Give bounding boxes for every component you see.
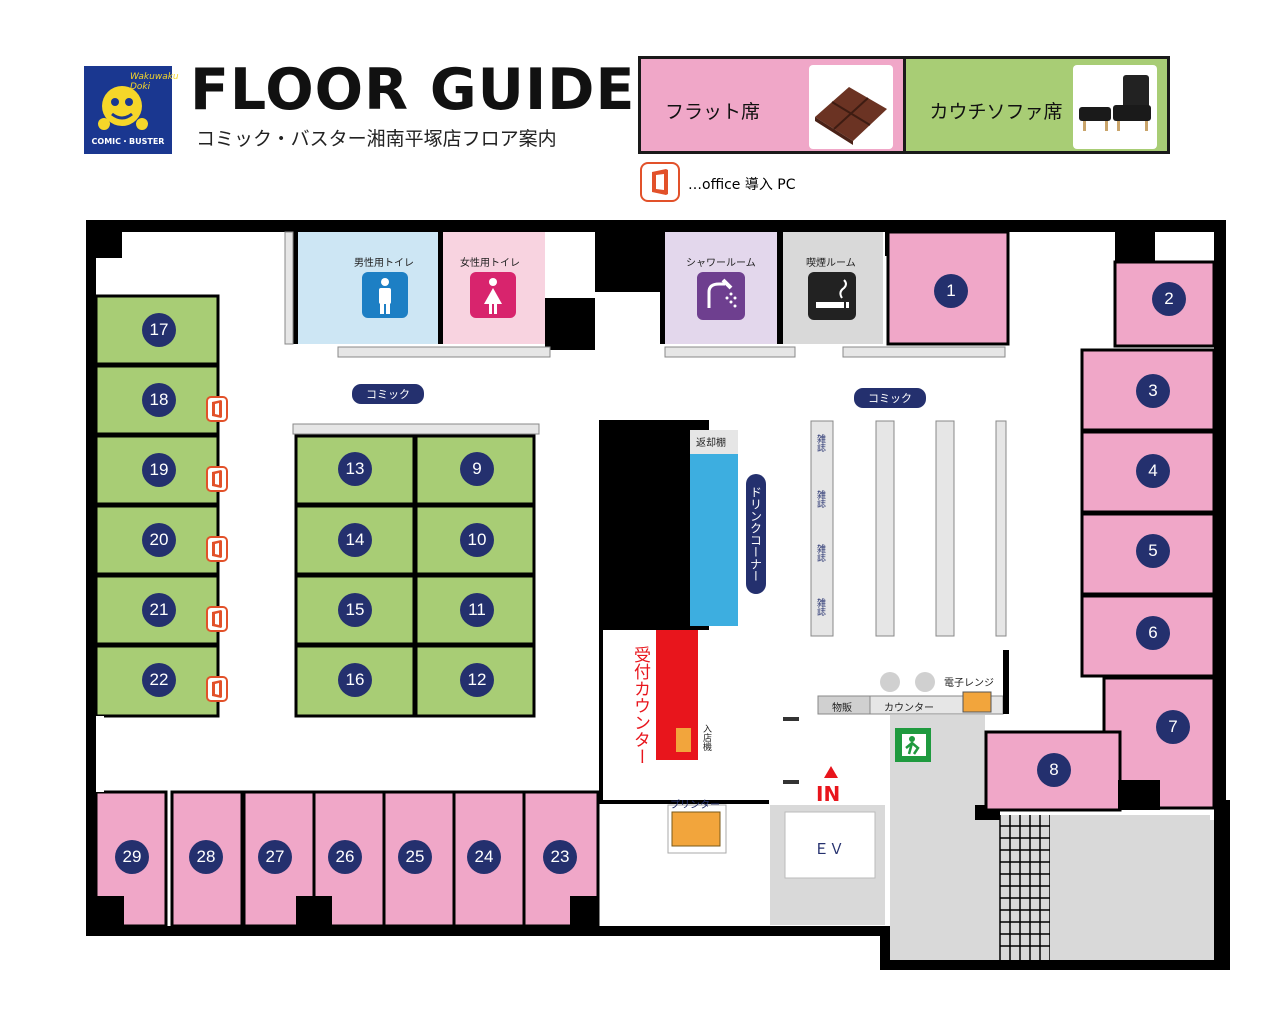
- entrance-label: IN: [816, 782, 841, 806]
- page-title: FLOOR GUIDE: [190, 57, 636, 123]
- seat-15[interactable]: 15: [338, 593, 372, 627]
- shower-room-label: シャワールーム: [686, 258, 756, 269]
- couch-sofa-icon: [1073, 65, 1157, 149]
- comic-right-label: コミック: [854, 388, 926, 408]
- seat-19[interactable]: 19: [142, 453, 176, 487]
- seat-5[interactable]: 5: [1136, 534, 1170, 568]
- entry-machine-label: 入店機: [701, 724, 711, 751]
- counter-label: カウンター: [884, 703, 934, 714]
- magazine-label-4: 雑誌: [815, 598, 825, 616]
- magazine-label-3: 雑誌: [815, 544, 825, 562]
- office-pc-icon-22: [206, 676, 228, 702]
- office-pc-icon-21: [206, 606, 228, 632]
- magazine-label-1: 雑誌: [815, 434, 825, 452]
- seat-25[interactable]: 25: [398, 840, 432, 874]
- magazine-label-2: 雑誌: [815, 490, 825, 508]
- goods-label: 物販: [832, 703, 852, 714]
- seat-legend: フラット席 カウチソファ席: [638, 56, 1170, 154]
- seat-3[interactable]: 3: [1136, 374, 1170, 408]
- seat-28[interactable]: 28: [189, 840, 223, 874]
- seat-20[interactable]: 20: [142, 523, 176, 557]
- seat-11[interactable]: 11: [460, 593, 494, 627]
- comic-buster-logo: Wakuwaku Doki COMIC・BUSTER: [84, 66, 179, 154]
- seat-10[interactable]: 10: [460, 523, 494, 557]
- elevator-label: ＥＶ: [814, 840, 845, 858]
- seat-26[interactable]: 26: [328, 840, 362, 874]
- seat-17[interactable]: 17: [142, 313, 176, 347]
- office-legend-item: …office 導入 PC: [640, 162, 796, 206]
- office-pc-icon-18: [206, 396, 228, 422]
- seat-12[interactable]: 12: [460, 663, 494, 697]
- return-shelf-label: 返却棚: [696, 438, 726, 449]
- seat-18[interactable]: 18: [142, 383, 176, 417]
- seat-2[interactable]: 2: [1152, 282, 1186, 316]
- office-pc-icon-20: [206, 536, 228, 562]
- legend-couch-label: カウチソファ席: [929, 101, 1063, 123]
- seat-6[interactable]: 6: [1136, 616, 1170, 650]
- seat-13[interactable]: 13: [338, 452, 372, 486]
- seat-4[interactable]: 4: [1136, 454, 1170, 488]
- seat-16[interactable]: 16: [338, 663, 372, 697]
- drink-corner-label: ドリンクコーナー: [746, 474, 766, 594]
- reception-label: 受付カウンター: [630, 646, 650, 765]
- legend-couch: カウチソファ席: [905, 59, 1167, 151]
- seat-21[interactable]: 21: [142, 593, 176, 627]
- seat-23[interactable]: 23: [543, 840, 577, 874]
- legend-flat: フラット席: [641, 59, 906, 151]
- seat-7[interactable]: 7: [1156, 710, 1190, 744]
- seat-22[interactable]: 22: [142, 663, 176, 697]
- mens-toilet-label: 男性用トイレ: [354, 258, 414, 269]
- comic-left-label: コミック: [352, 384, 424, 404]
- office-icon: [640, 162, 680, 202]
- seat-8[interactable]: 8: [1037, 753, 1071, 787]
- page-subtitle: コミック・バスター湘南平塚店フロア案内: [196, 128, 557, 150]
- office-legend-label: …office 導入 PC: [688, 177, 796, 193]
- logo-script: Wakuwaku Doki: [130, 72, 179, 92]
- legend-flat-label: フラット席: [665, 101, 761, 123]
- office-pc-icon-19: [206, 466, 228, 492]
- entry-machine: [676, 728, 691, 752]
- womens-toilet-label: 女性用トイレ: [460, 258, 520, 269]
- elevator: [784, 811, 876, 879]
- return-shelf: [690, 430, 738, 454]
- seat-29[interactable]: 29: [115, 840, 149, 874]
- shower-icon: [697, 272, 745, 320]
- smoking-icon: [808, 272, 856, 320]
- seat-14[interactable]: 14: [338, 523, 372, 557]
- seat-1[interactable]: 1: [934, 274, 968, 308]
- flat-mat-icon: [808, 65, 893, 149]
- printer-label: プリンター: [670, 800, 720, 811]
- seat-24[interactable]: 24: [467, 840, 501, 874]
- seat-9[interactable]: 9: [460, 452, 494, 486]
- mens-toilet-icon: [362, 272, 408, 318]
- entrance-arrow-icon: [824, 766, 838, 778]
- womens-toilet-icon: [470, 272, 516, 318]
- staircase: [999, 815, 1210, 960]
- drink-corner: [690, 454, 738, 626]
- smoking-room-label: 喫煙ルーム: [806, 258, 856, 269]
- mascot-icon: [98, 86, 148, 130]
- logo-brand: COMIC・BUSTER: [91, 137, 165, 146]
- microwave-label: 電子レンジ: [944, 678, 994, 689]
- seat-27[interactable]: 27: [258, 840, 292, 874]
